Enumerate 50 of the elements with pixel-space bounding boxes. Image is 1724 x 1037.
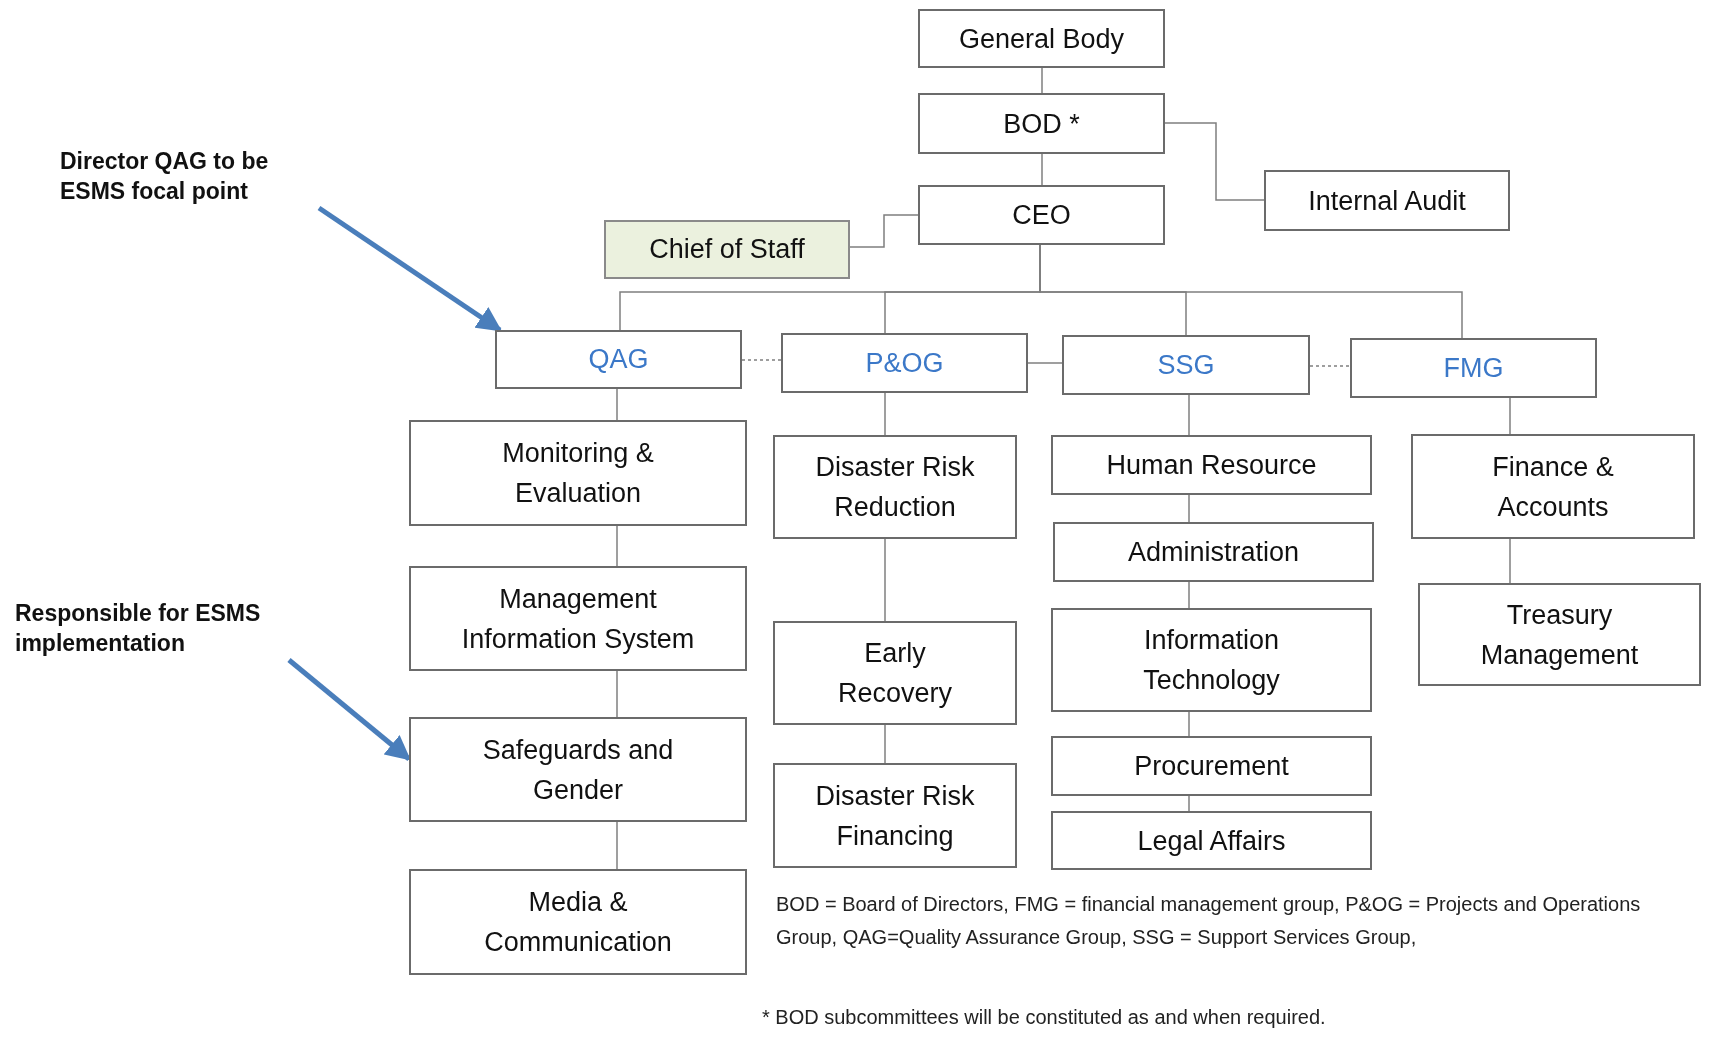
org-box: Finance & Accounts [1411, 434, 1695, 539]
org-box: BOD * [918, 93, 1165, 154]
connector-line [1509, 538, 1511, 584]
group-box: QAG [495, 330, 742, 389]
org-box: Internal Audit [1264, 170, 1510, 231]
org-box: Information Technology [1051, 608, 1372, 712]
connector-line [741, 359, 782, 361]
abbreviation-note: BOD = Board of Directors, FMG = financial management group, P&OG = Projects and Operations Group, QAG=Quality Assurance Group, SSG = Support Services Group, [776, 892, 1642, 950]
group-box: FMG [1350, 338, 1597, 398]
org-box: Legal Affairs [1051, 811, 1372, 870]
arrow [317, 205, 503, 333]
connector-line [616, 670, 618, 718]
org-box: Human Resource [1051, 435, 1372, 495]
connector-line [616, 525, 618, 567]
connector-line [1309, 365, 1351, 367]
org-box: Media & Communication [409, 869, 747, 975]
annotation-text: Responsible for ESMS implementation [15, 598, 277, 660]
org-box: CEO [918, 185, 1165, 245]
org-box: Disaster Risk Reduction [773, 435, 1017, 539]
org-box: Procurement [1051, 736, 1372, 796]
connector-line [1188, 394, 1190, 436]
connector-line [616, 388, 618, 421]
footnote: * BOD subcommittees will be constituted as and when required. [762, 1005, 1327, 1030]
org-box: Monitoring & Evaluation [409, 420, 747, 526]
connector-line [1188, 711, 1190, 737]
org-box: Management Information System [409, 566, 747, 671]
connector-line [616, 821, 618, 870]
connector-line [1188, 581, 1190, 609]
connector-line [849, 214, 919, 248]
group-box: P&OG [781, 333, 1028, 393]
connector-line [1188, 494, 1190, 523]
org-box: Early Recovery [773, 621, 1017, 725]
connector-line [884, 392, 886, 436]
connector-line [1027, 362, 1063, 364]
org-box: Chief of Staff [604, 220, 850, 279]
connector-line [884, 538, 886, 622]
org-box: Safeguards and Gender [409, 717, 747, 822]
connector-line [1509, 397, 1511, 435]
org-box: Administration [1053, 522, 1374, 582]
connector-line [1164, 122, 1265, 201]
annotation-text: Director QAG to be ESMS focal point [60, 146, 300, 208]
connector-line [884, 724, 886, 764]
group-box: SSG [1062, 335, 1310, 395]
org-box: Treasury Management [1418, 583, 1701, 686]
connector-line [1041, 153, 1043, 186]
connector-line [1188, 795, 1190, 812]
org-box: General Body [918, 9, 1165, 68]
connector-line [1041, 67, 1043, 94]
arrow [287, 658, 411, 761]
org-box: Disaster Risk Financing [773, 763, 1017, 868]
